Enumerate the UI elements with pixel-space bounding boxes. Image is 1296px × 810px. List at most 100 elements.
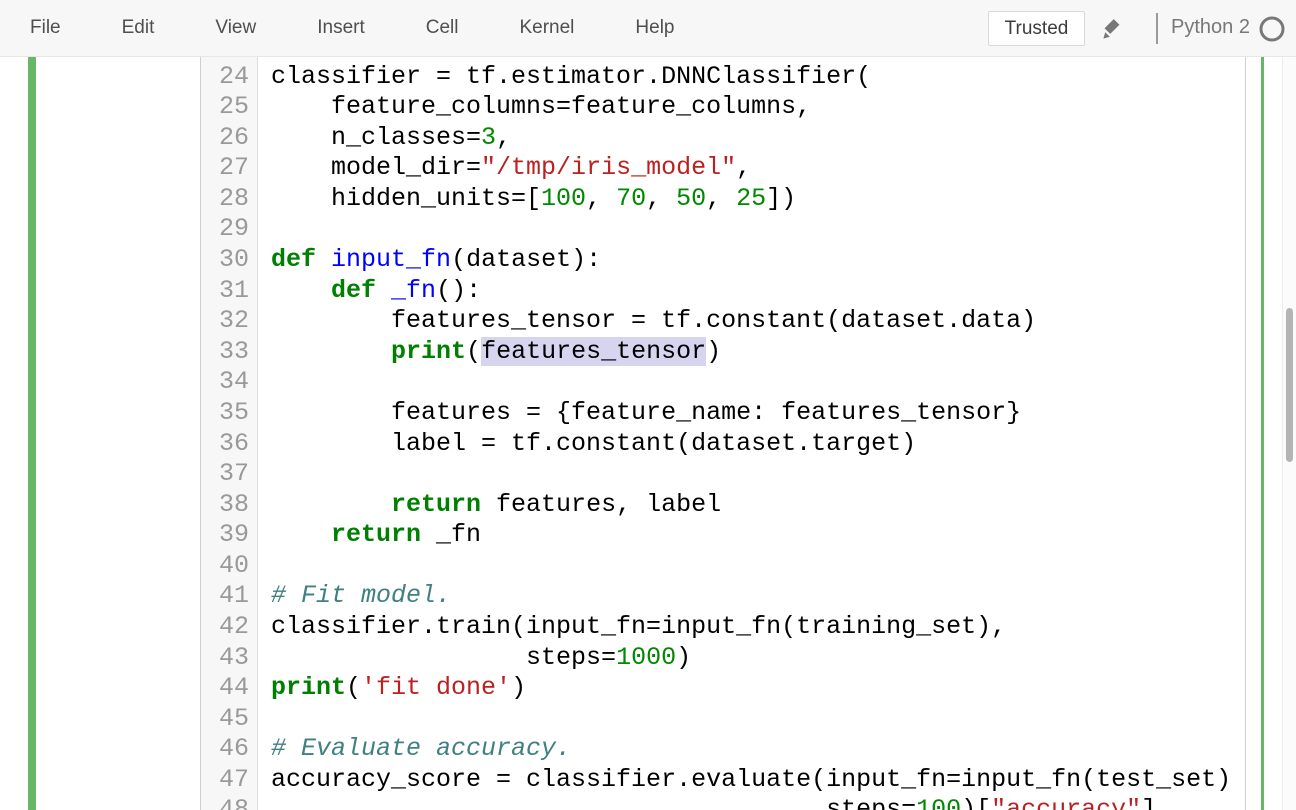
code-line: feature_columns=feature_columns,	[271, 92, 1245, 123]
menu-item-view[interactable]: View	[215, 17, 257, 38]
code-token: print	[271, 673, 347, 703]
code-token: model_dir=	[271, 153, 482, 183]
code-token: features, label	[481, 489, 722, 519]
code-token: classifier.train(input_fn=input_fn(train…	[271, 611, 1007, 641]
code-token: )	[706, 336, 722, 366]
code-line: shape=[4])]	[271, 57, 1245, 62]
code-token: 100	[916, 795, 962, 810]
kernel-idle-circle-icon	[1258, 15, 1286, 43]
line-number: 40	[218, 550, 249, 580]
code-line: hidden_units=[100, 70, 50, 25])	[271, 184, 1245, 215]
code-token: feature_columns=feature_columns,	[271, 92, 812, 122]
code-token: "accuracy"	[991, 795, 1142, 810]
menu-item-insert[interactable]: Insert	[317, 17, 365, 38]
line-number: 32	[218, 306, 249, 336]
code-token: label = tf.constant(dataset.target)	[271, 428, 917, 458]
line-number: 43	[218, 642, 249, 672]
code-token: (dataset):	[451, 245, 602, 275]
code-token	[316, 245, 331, 274]
code-line: # Evaluate accuracy.	[271, 734, 1245, 765]
code-token: )	[511, 673, 527, 703]
code-line: return features, label	[271, 490, 1245, 521]
scrollbar-thumb[interactable]	[1286, 308, 1293, 462]
code-line: classifier = tf.estimator.DNNClassifier(	[271, 62, 1245, 93]
menu-item-file[interactable]: File	[30, 17, 61, 38]
code-token: ,	[586, 183, 617, 213]
kernel-name: Python 2	[1171, 16, 1250, 38]
code-token: features = {feature_name: features_tenso…	[271, 397, 1022, 427]
code-token: def	[331, 275, 377, 305]
code-token: (	[466, 336, 482, 366]
code-token	[271, 337, 391, 366]
notebook-page: 2324252627282930313233343536373839404142…	[0, 57, 1296, 810]
line-number: 35	[218, 397, 249, 427]
code-line: features = {feature_name: features_tenso…	[271, 398, 1245, 429]
code-token: )[	[961, 795, 992, 810]
code-token: classifier = tf.estimator.DNNClassifier(	[271, 61, 872, 91]
code-token: # Evaluate accuracy.	[271, 734, 572, 764]
code-token: 25	[736, 183, 767, 213]
code-line: n_classes=3,	[271, 123, 1245, 154]
line-number: 42	[218, 611, 249, 641]
code-token: ]	[1141, 795, 1157, 810]
code-line	[271, 551, 1245, 582]
code-line: def input_fn(dataset):	[271, 245, 1245, 276]
code-line: return _fn	[271, 520, 1245, 551]
code-token: ])	[766, 183, 797, 213]
selection-highlight: features_tensor	[481, 336, 707, 366]
menu-item-edit[interactable]: Edit	[121, 17, 155, 38]
menu-item-cell[interactable]: Cell	[425, 17, 459, 38]
code-line: label = tf.constant(dataset.target)	[271, 429, 1245, 460]
code-token: 1000	[616, 642, 677, 672]
code-token: n_classes=	[271, 122, 482, 152]
line-number: 31	[218, 275, 249, 305]
code-line: steps=1000)	[271, 643, 1245, 674]
code-token: steps=	[271, 642, 617, 672]
trusted-label: Trusted	[1004, 17, 1069, 39]
pencil-icon	[1099, 17, 1125, 43]
line-number: 36	[218, 428, 249, 458]
menu-bar: File Edit View Insert Cell Kernel Help Trusted…	[0, 0, 1296, 57]
code-token	[271, 276, 331, 305]
code-token	[376, 276, 391, 305]
code-token: (	[346, 673, 362, 703]
line-number: 26	[218, 122, 249, 152]
line-number: 47	[218, 764, 249, 794]
code-token: features_tensor = tf.constant(dataset.da…	[271, 306, 1037, 336]
code-line: model_dir="/tmp/iris_model",	[271, 153, 1245, 184]
line-number: 27	[218, 153, 249, 183]
line-number-gutter: 2324252627282930313233343536373839404142…	[201, 57, 258, 810]
code-token: ,	[706, 183, 737, 213]
code-token: ():	[436, 275, 482, 305]
code-line: # Fit model.	[271, 581, 1245, 612]
line-number: 48	[218, 795, 249, 810]
line-number: 37	[218, 459, 249, 489]
code-token: 70	[616, 183, 647, 213]
line-number: 28	[218, 183, 249, 213]
code-token: 50	[676, 183, 707, 213]
code-cell-editor[interactable]: 2324252627282930313233343536373839404142…	[200, 57, 1246, 810]
code-token: return	[331, 520, 422, 550]
code-token: def	[271, 245, 317, 275]
code-token: 100	[541, 183, 587, 213]
line-number: 46	[218, 734, 249, 764]
vertical-scrollbar[interactable]	[1282, 57, 1296, 810]
selected-cell-right-border	[1261, 57, 1264, 810]
line-number: 41	[218, 581, 249, 611]
line-number: 24	[218, 61, 249, 91]
trusted-button[interactable]: Trusted	[988, 11, 1085, 46]
code-token: )	[676, 642, 692, 672]
toolbar-divider	[1156, 13, 1158, 44]
code-token: ,	[646, 183, 677, 213]
code-token: # Fit model.	[271, 581, 452, 611]
line-number: 23	[201, 57, 257, 62]
code-line: steps=100)["accuracy"]	[271, 795, 1245, 810]
code-line	[271, 704, 1245, 735]
code-area[interactable]: shape=[4])]classifier = tf.estimator.DNN…	[259, 57, 1245, 810]
code-token: _fn	[421, 520, 482, 550]
menu-item-kernel[interactable]: Kernel	[519, 17, 575, 38]
line-number: 44	[218, 673, 249, 703]
menu-item-help[interactable]: Help	[635, 17, 675, 38]
code-line: print('fit done')	[271, 673, 1245, 704]
line-number: 39	[218, 520, 249, 550]
